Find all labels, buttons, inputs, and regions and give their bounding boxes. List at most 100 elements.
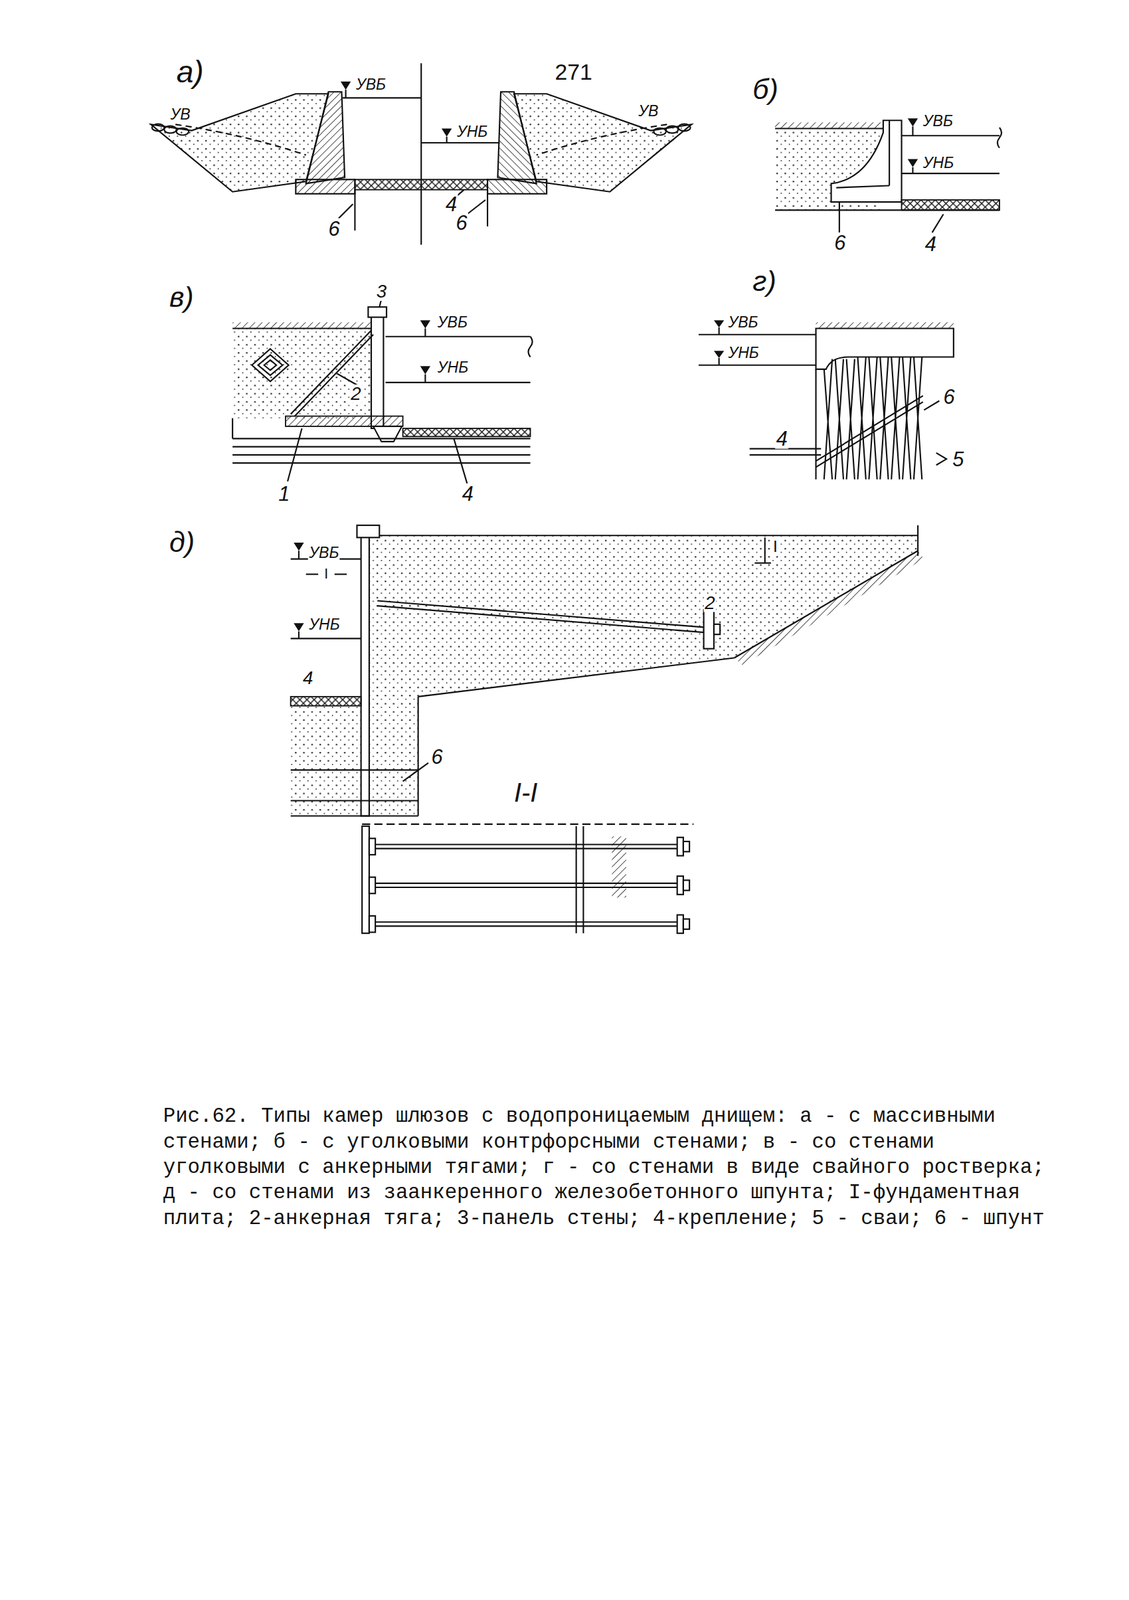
drawing-line <box>369 848 678 850</box>
drawing-rect <box>285 416 404 427</box>
drawing-line <box>816 395 924 461</box>
drawing-line <box>453 438 467 484</box>
drawing-line <box>294 334 374 417</box>
drawing-path <box>420 365 431 374</box>
drawing-ellipse <box>164 126 176 134</box>
drawing-line <box>932 213 944 233</box>
drawing-polygon <box>150 93 329 192</box>
drawing-rect <box>232 322 372 329</box>
drawing-rect <box>367 306 387 317</box>
drawing-rect <box>901 199 1000 210</box>
drawing-rect <box>683 841 690 852</box>
drawing-polygon <box>306 91 345 184</box>
drawing-rect <box>703 609 714 649</box>
drawing-rect <box>290 705 362 817</box>
drawing-polygon <box>369 535 918 816</box>
drawing-line <box>232 446 530 448</box>
drawing-ellipse <box>176 128 189 136</box>
drawing-line <box>377 605 704 633</box>
drawing-line <box>911 126 914 136</box>
drawing-line <box>901 172 1000 174</box>
drawing-rect <box>369 838 376 855</box>
callout-number: 6 <box>327 218 341 240</box>
drawing-rect <box>295 179 355 194</box>
drawing-line <box>377 601 704 628</box>
drawing-line <box>385 336 530 338</box>
callout-number: 6 <box>942 386 956 408</box>
drawing-ellipse <box>152 124 165 132</box>
drawing-rect <box>361 530 370 817</box>
drawing-line <box>917 525 919 556</box>
drawing-line <box>418 658 735 697</box>
drawing-path <box>858 356 867 479</box>
panel-a <box>150 63 692 245</box>
drawing-line <box>814 369 817 480</box>
panel-letter: д) <box>168 527 196 557</box>
drawing-line <box>353 189 356 231</box>
drawing-line <box>369 534 918 536</box>
panel-v <box>232 298 532 484</box>
drawing-line <box>290 799 419 801</box>
drawing-line <box>336 373 358 386</box>
callout-number: 6 <box>454 211 469 233</box>
drawing-use <box>487 91 692 194</box>
drawing-rect <box>816 322 954 329</box>
drawing-line <box>466 199 486 214</box>
callout-number: 4 <box>775 428 789 449</box>
section-title: I-I <box>512 779 539 806</box>
drawing-path <box>907 159 918 168</box>
drawing-path <box>293 542 304 551</box>
drawing-line <box>718 357 720 366</box>
section-mark: I <box>323 565 330 580</box>
drawing-line <box>698 364 817 366</box>
page-number: 271 <box>553 61 594 84</box>
drawing-path <box>913 356 922 479</box>
drawing-line <box>290 769 419 771</box>
callout-number: 6 <box>430 746 444 768</box>
drawing-path <box>340 81 351 90</box>
drawing-line <box>287 428 302 482</box>
drawing-line <box>298 631 300 639</box>
drawing-rect <box>713 624 720 635</box>
figure-caption: Рис.62. Типы камер шлюзов с водопроницае… <box>163 1103 1061 1232</box>
water-level-label: УВ <box>169 106 192 122</box>
water-level-label: УВБ <box>354 76 387 92</box>
drawing-path <box>175 124 307 155</box>
drawing-rect <box>775 122 882 129</box>
drawing-use <box>369 875 690 895</box>
drawing-line <box>417 696 420 817</box>
drawing-line <box>575 826 578 934</box>
drawing-line <box>424 374 426 383</box>
drawing-line <box>486 189 489 227</box>
drawing-line <box>888 120 890 186</box>
drawing-path <box>835 359 844 480</box>
drawing-line <box>403 763 429 782</box>
panel-letter: г) <box>751 266 778 296</box>
drawing-rect <box>232 328 372 418</box>
callout-number: 6 <box>833 232 847 254</box>
panel-letter: а) <box>175 57 205 88</box>
drawing-line <box>838 201 841 233</box>
drawing-path <box>441 128 452 137</box>
drawing-line <box>754 562 772 564</box>
drawing-line <box>232 327 372 329</box>
panel-letter: б) <box>751 75 780 105</box>
drawing-rect <box>290 696 362 706</box>
callout-number: 4 <box>302 668 315 688</box>
drawing-line <box>901 134 1000 137</box>
water-level-label: УНБ <box>308 616 341 632</box>
drawing-line <box>290 330 372 415</box>
drawing-polygon <box>734 550 925 665</box>
drawing-line <box>338 203 353 218</box>
panel-g <box>698 320 954 480</box>
drawing-rect <box>354 179 488 190</box>
drawing-line <box>923 401 940 411</box>
drawing-g <box>369 837 690 857</box>
drawing-g <box>150 91 355 194</box>
water-level-label: УВ <box>637 102 660 119</box>
drawing-path <box>420 320 431 329</box>
drawing-line <box>816 401 924 467</box>
drawing-line <box>718 327 720 335</box>
